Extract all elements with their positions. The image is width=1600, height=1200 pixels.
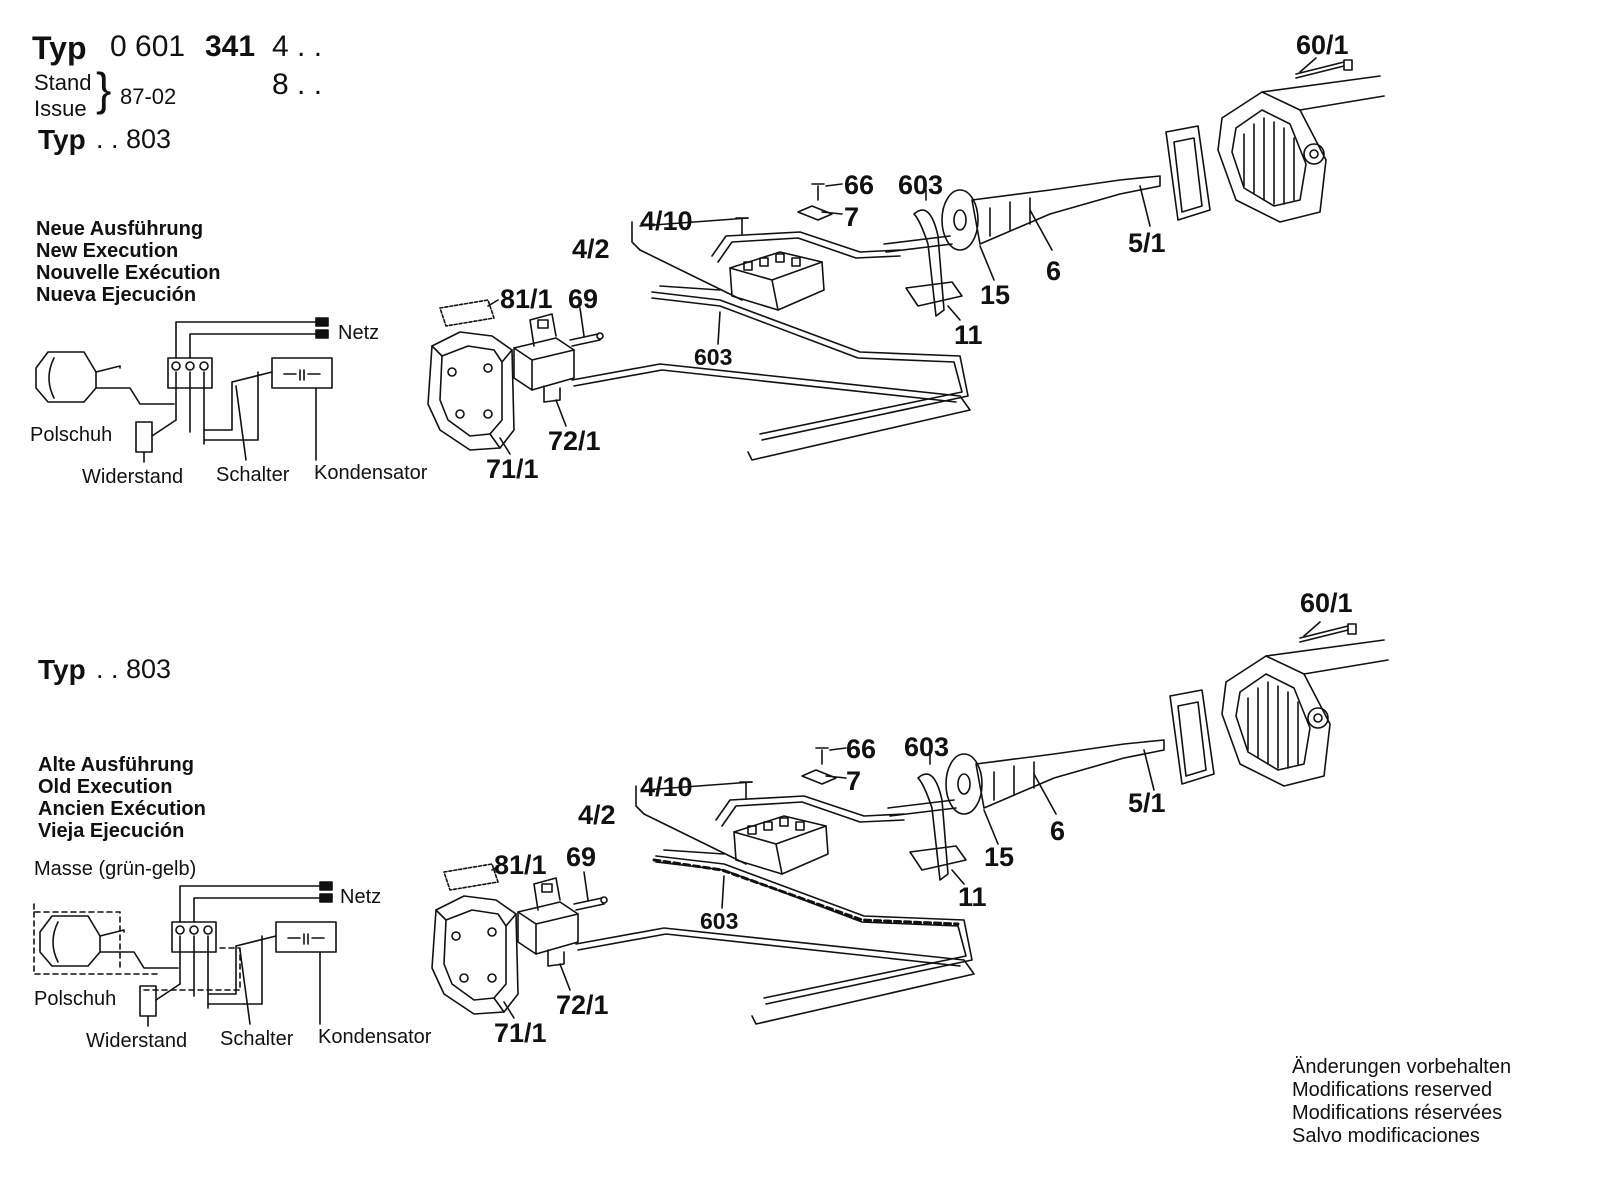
stand-value: 87-02 (120, 84, 177, 109)
part-6: 6 (1050, 816, 1066, 846)
note-line-es: Salvo modificaciones (1292, 1125, 1480, 1147)
widerstand-label: Widerstand (86, 1030, 188, 1052)
part-81-1: 81/1 (500, 284, 553, 314)
stand-label: Stand (34, 70, 92, 95)
section-typ-value: . . 803 (96, 124, 172, 154)
part-60-1: 60/1 (1296, 30, 1349, 60)
schalter-label: Schalter (220, 1028, 294, 1050)
part-603-bottom: 603 (694, 344, 733, 370)
kondensator-label: Kondensator (318, 1026, 432, 1048)
note-line-fr: Modifications réservées (1292, 1102, 1503, 1124)
part-11: 11 (954, 320, 983, 350)
part-11: 11 (958, 882, 987, 912)
modifications-note: Änderungen vorbehalten Modifications res… (1292, 1056, 1511, 1148)
section-typ-word: Typ (38, 124, 86, 155)
part-66: 66 (844, 170, 875, 200)
header-number-bold: 341 (205, 30, 256, 63)
execution-line-de: Neue Ausführung (36, 218, 204, 240)
polschuh-label: Polschuh (34, 988, 117, 1010)
execution-line-en: New Execution (36, 240, 179, 262)
netz-label: Netz (340, 886, 382, 908)
part-7: 7 (846, 766, 862, 796)
header-number-prefix: 0 601 (110, 30, 186, 63)
part-15: 15 (984, 842, 1015, 872)
polschuh-label: Polschuh (30, 424, 113, 446)
part-6: 6 (1046, 256, 1062, 286)
kondensator-label: Kondensator (314, 462, 428, 484)
section-typ-word: Typ (38, 654, 86, 685)
issue-label: Issue (34, 96, 87, 121)
part-5-1: 5/1 (1128, 228, 1166, 258)
part-15: 15 (980, 280, 1011, 310)
part-71-1: 71/1 (494, 1018, 547, 1048)
part-603-top: 603 (904, 732, 950, 762)
netz-label: Netz (338, 322, 380, 344)
execution-line-es: Vieja Ejecución (38, 820, 185, 842)
part-69: 69 (566, 842, 597, 872)
part-72-1: 72/1 (556, 990, 609, 1020)
header-variant-1: 4 . . (272, 30, 323, 63)
execution-line-es: Nueva Ejecución (36, 284, 197, 306)
part-81-1: 81/1 (494, 850, 547, 880)
assembly-old (39, 621, 1389, 1027)
note-line-de: Änderungen vorbehalten (1292, 1056, 1512, 1078)
part-60-1: 60/1 (1300, 588, 1353, 618)
part-7: 7 (844, 202, 860, 232)
part-71-1: 71/1 (486, 454, 539, 484)
header-variant-2: 8 . . (272, 68, 323, 101)
execution-title: Neue Ausführung New Execution Nouvelle E… (36, 218, 221, 306)
part-603-top: 603 (898, 170, 944, 200)
note-line-en: Modifications reserved (1292, 1079, 1493, 1101)
assembly-new (35, 57, 1385, 463)
part-603-bottom: 603 (700, 908, 739, 934)
execution-line-de: Alte Ausführung (38, 754, 194, 776)
masse-label: Masse (grün-gelb) (34, 858, 197, 880)
schalter-label: Schalter (216, 464, 290, 486)
execution-title: Alte Ausführung Old Execution Ancien Exé… (38, 754, 206, 842)
execution-line-fr: Ancien Exécution (38, 798, 206, 820)
part-4-2: 4/2 (572, 234, 610, 264)
execution-line-fr: Nouvelle Exécution (36, 262, 221, 284)
execution-line-en: Old Execution (38, 776, 173, 798)
part-69: 69 (568, 284, 599, 314)
part-4-2: 4/2 (578, 800, 616, 830)
part-72-1: 72/1 (548, 426, 601, 456)
section-typ-value: . . 803 (96, 654, 172, 684)
part-4-10: 4/10 (640, 206, 693, 236)
brace-icon: } (96, 63, 112, 115)
part-5-1: 5/1 (1128, 788, 1166, 818)
header-typ-word: Typ (32, 30, 87, 66)
part-66: 66 (846, 734, 877, 764)
widerstand-label: Widerstand (82, 466, 184, 488)
